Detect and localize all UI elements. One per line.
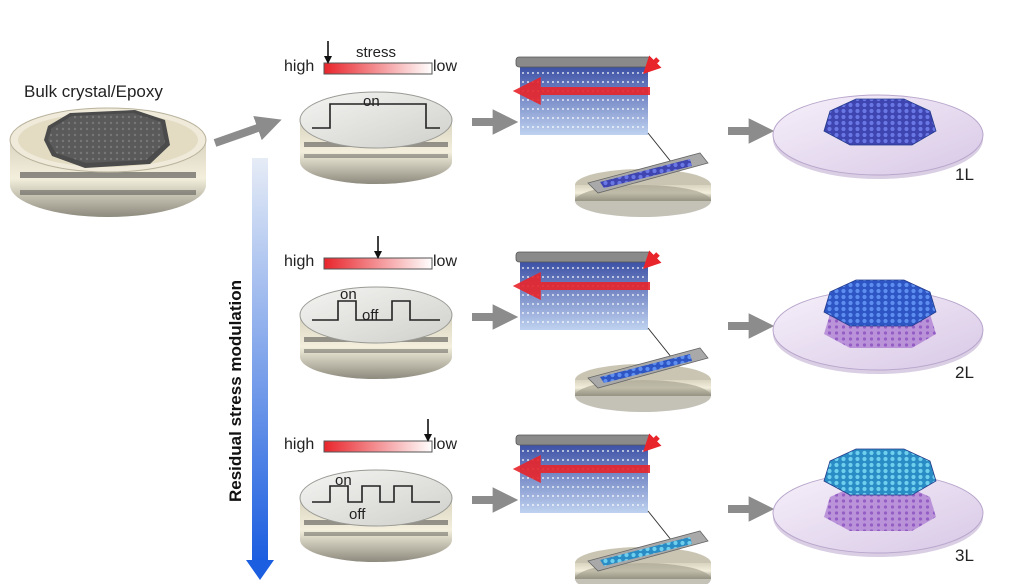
exfoliation-schematic [512, 433, 711, 584]
exfoliation-schematic [512, 55, 711, 217]
exfoliation-schematic [512, 250, 711, 412]
layer-count-label: 1L [955, 165, 974, 184]
stress-low-label: low [433, 253, 458, 270]
stress-scale-bar [323, 257, 433, 270]
stress-high-label: high [284, 253, 315, 270]
row-3 [299, 419, 984, 584]
layer-wafer-2 [772, 279, 984, 374]
stress-low-label: low [433, 436, 458, 453]
pulse-on-label: on [335, 472, 352, 489]
stress-high-label: high [284, 58, 315, 75]
layer-count-label: 2L [955, 363, 974, 382]
pulse-waveform [312, 485, 440, 503]
residual-stress-axis-label: Residual stress modulation [226, 280, 245, 502]
layer-count-label: 3L [955, 546, 974, 565]
pulse-disc [299, 469, 453, 562]
stress-low-label: low [433, 58, 458, 75]
row-1 [299, 41, 984, 217]
arrow-to-row-1 [213, 116, 282, 147]
pulse-on-label: on [340, 286, 357, 303]
stress-scale-bar [323, 440, 433, 453]
pulse-waveform [312, 103, 440, 129]
pulse-on-label: on [363, 93, 380, 110]
stress-scale-bar [323, 62, 433, 75]
pulse-waveform [312, 300, 440, 321]
stress-scale-title: stress [356, 44, 397, 61]
pulse-off-label: off [362, 307, 379, 324]
bulk-crystal-disc [9, 107, 207, 217]
row-2 [299, 236, 984, 412]
pulse-disc [299, 286, 453, 379]
layer-wafer-3 [772, 448, 984, 557]
residual-stress-arrow [246, 158, 274, 580]
pulse-disc [299, 91, 453, 184]
bulk-crystal-label: Bulk crystal/Epoxy [24, 82, 163, 101]
pulse-off-label: off [349, 506, 366, 523]
layer-wafer-1 [772, 94, 984, 179]
stress-high-label: high [284, 436, 315, 453]
